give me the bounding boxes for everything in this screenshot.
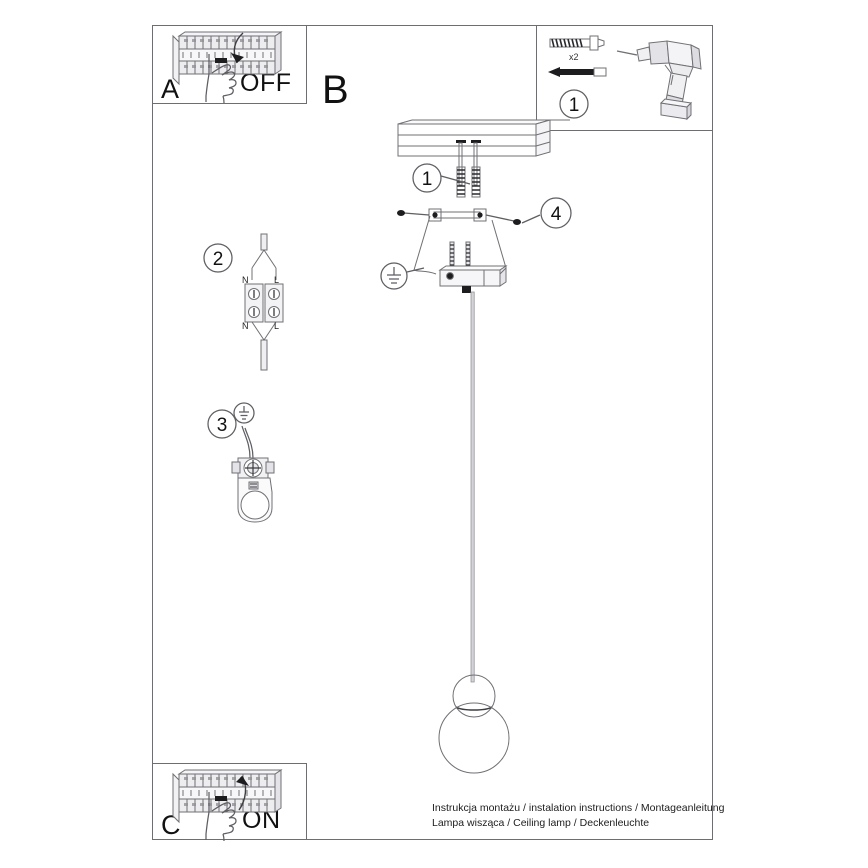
terminal-label-bottom-n: N (242, 321, 249, 331)
panel-a-action-label: OFF (240, 69, 292, 97)
callout-1-parts: 1 (556, 86, 592, 122)
breaker-panel-icon-a (165, 28, 305, 100)
callout-4-bracket: 4 (520, 195, 580, 235)
mounting-bracket (396, 205, 521, 227)
earth-symbol-step3 (230, 400, 258, 428)
callout-4-text: 4 (551, 204, 562, 225)
footer-text: Instrukcja montażu / instalation instruc… (432, 801, 724, 830)
callout-1-ceiling-text: 1 (422, 169, 433, 190)
footer-line-1: Instrukcja montażu / instalation instruc… (432, 802, 725, 814)
callout-3: 3 (204, 406, 240, 442)
callout-2: 2 (200, 240, 236, 276)
terminal-block-diagram (232, 233, 298, 374)
breaker-panel-icon-c (165, 766, 305, 838)
terminal-label-bottom-l: L (274, 321, 280, 331)
callout-1-parts-text: 1 (569, 95, 580, 116)
quantity-label: x2 (569, 52, 579, 62)
ceiling-screws (448, 138, 488, 186)
arrow-up-icon-c (228, 768, 268, 814)
power-drill-icon (615, 33, 707, 121)
canopy-assembly (396, 212, 536, 297)
hand-pointer-icon-c (198, 790, 252, 842)
page-frame (152, 25, 713, 840)
terminal-label-top-n: N (242, 275, 249, 285)
earth-symbol-canopy (378, 258, 426, 298)
arrow-down-icon-a (226, 31, 266, 75)
panel-b-letter: B (322, 68, 349, 112)
footer-line-2: Lampa wisząca / Ceiling lamp / Deckenleu… (432, 816, 650, 829)
callout-1-ceiling: 1 (410, 160, 480, 196)
terminal-label-top-l: L (274, 275, 280, 285)
ceiling-wall-plugs (452, 165, 488, 201)
hand-pointer-icon-a (198, 52, 252, 104)
ceiling-slab (396, 118, 572, 164)
panel-a-letter: A (161, 74, 180, 104)
callout-3-text: 3 (217, 415, 228, 436)
lamp-holder-earth-detail (224, 452, 294, 524)
pendant-lamp-head (428, 668, 520, 776)
screw-icon (546, 64, 610, 80)
suspension-cord (468, 291, 478, 683)
wall-plug-icon (546, 33, 606, 53)
callout-2-text: 2 (213, 249, 224, 270)
